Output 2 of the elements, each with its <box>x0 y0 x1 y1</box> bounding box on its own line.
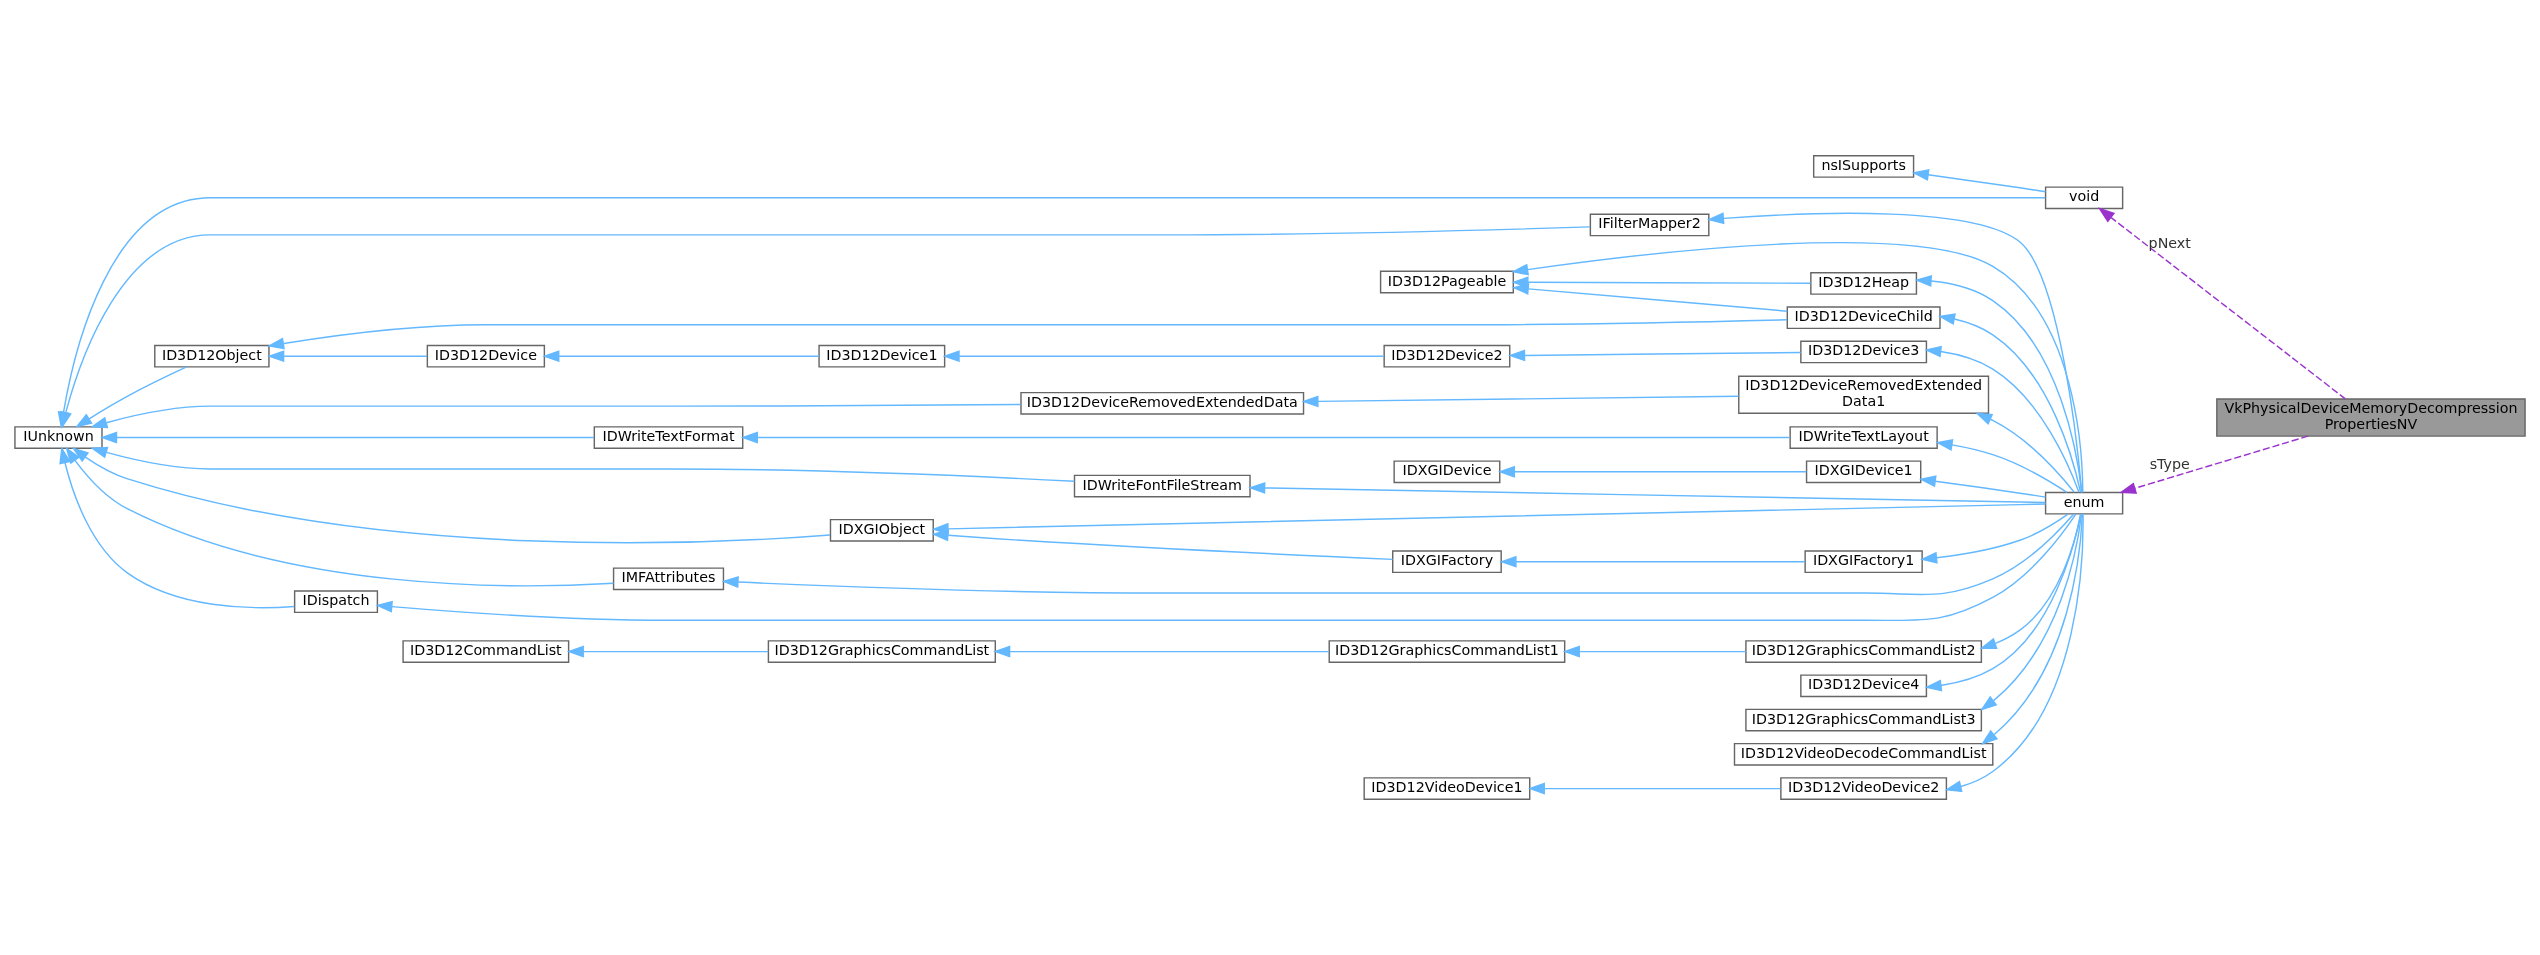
edge-label: sType <box>2149 455 2190 472</box>
edge-label: pNext <box>2148 234 2191 251</box>
